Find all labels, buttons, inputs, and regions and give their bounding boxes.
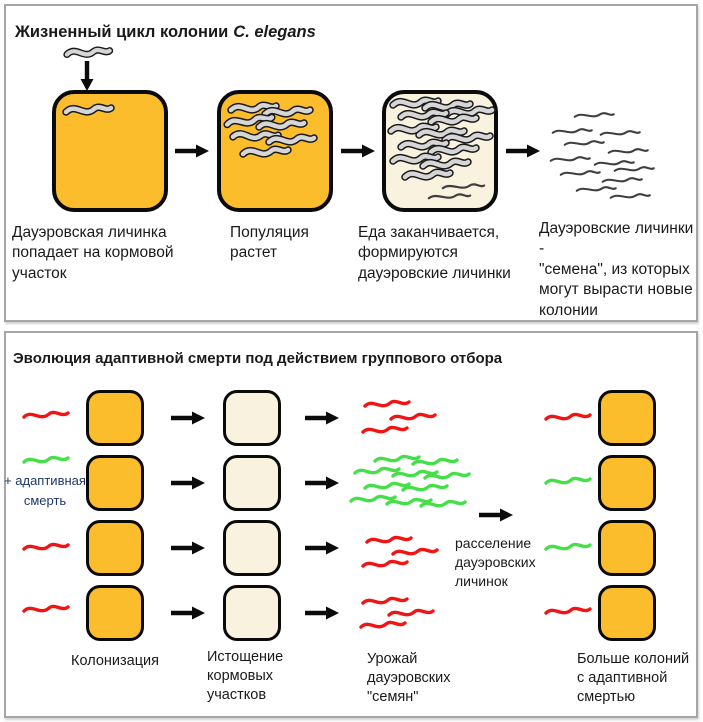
patch-box-b3	[86, 520, 144, 576]
depleted-patch-box	[382, 90, 498, 212]
patch-box-b2	[86, 455, 144, 511]
disperser-worm-row3	[544, 542, 592, 551]
depleted-box-c1	[223, 390, 281, 446]
new-colony-box-f1	[598, 390, 656, 446]
worm-cluster-growing	[223, 98, 333, 173]
arrow-down-icon	[79, 60, 95, 92]
arrow-right-icon	[170, 411, 205, 425]
harvest-cluster-row1	[361, 399, 437, 434]
caption-colonize: Дауэровская личинка попадает на кормовой…	[12, 224, 174, 282]
arrow-right-icon	[304, 541, 339, 555]
depleted-box-c3	[223, 520, 281, 576]
arrow-right-icon	[505, 144, 541, 158]
founder-worm-row2	[22, 455, 70, 464]
caption-seeds: Дауэровские личинки - "семена", из котор…	[539, 220, 694, 319]
panel1-title-species: C. elegans	[233, 23, 316, 42]
panel2-title: Эволюция адаптивной смерти под действием…	[13, 350, 503, 368]
new-colony-box-f2	[598, 455, 656, 511]
arrow-right-icon	[170, 606, 205, 620]
dispersal-arrow-icon	[478, 508, 513, 522]
arrow-right-icon	[170, 476, 205, 490]
adaptive-death-label: + адаптивная смерть	[4, 473, 86, 509]
founder-worm-row4	[22, 604, 70, 613]
worm-cluster-crowded	[387, 95, 493, 200]
caption-food-ends: Еда заканчивается, формируются дауэровск…	[358, 224, 511, 282]
new-colony-box-f4	[598, 585, 656, 641]
arrow-right-icon	[304, 411, 339, 425]
dauer-seed-scatter	[549, 112, 655, 199]
depleted-box-c4	[223, 585, 281, 641]
dispersal-label: расселение дауэровских личинок	[455, 535, 536, 589]
arrow-right-icon	[304, 476, 339, 490]
patch-box-b1	[86, 390, 144, 446]
disperser-worm-row1	[544, 412, 592, 421]
disperser-worm-row4	[544, 606, 592, 615]
founder-worm-row1	[22, 410, 70, 419]
caption-colonization: Колонизация	[71, 653, 159, 669]
food-patch-box-2	[217, 90, 333, 212]
caption-growth: Популяция растет	[230, 224, 309, 262]
caption-depletion: Истощение кормовых участков	[207, 649, 284, 703]
depleted-box-c2	[223, 455, 281, 511]
panel1-title-text: Жизненный цикл колонии	[15, 23, 229, 42]
new-colony-box-f3	[598, 520, 656, 576]
disperser-worm-row2	[544, 476, 592, 485]
arrow-right-icon	[340, 144, 376, 158]
arrow-right-icon	[304, 606, 339, 620]
food-patch-box-1	[52, 90, 168, 212]
founder-worm-row3	[22, 542, 70, 551]
harvest-cluster-row4	[359, 596, 435, 629]
patch-box-b4	[86, 585, 144, 641]
arrow-right-icon	[174, 144, 210, 158]
single-worm-icon	[64, 102, 116, 122]
arrow-right-icon	[170, 541, 205, 555]
harvest-cluster-row3	[361, 535, 439, 568]
harvest-cluster-row2	[349, 454, 471, 508]
caption-harvest: Урожай дауэровских "семян"	[367, 651, 451, 705]
caption-more-colonies: Больше колоний с адаптивной смертью	[577, 651, 690, 705]
